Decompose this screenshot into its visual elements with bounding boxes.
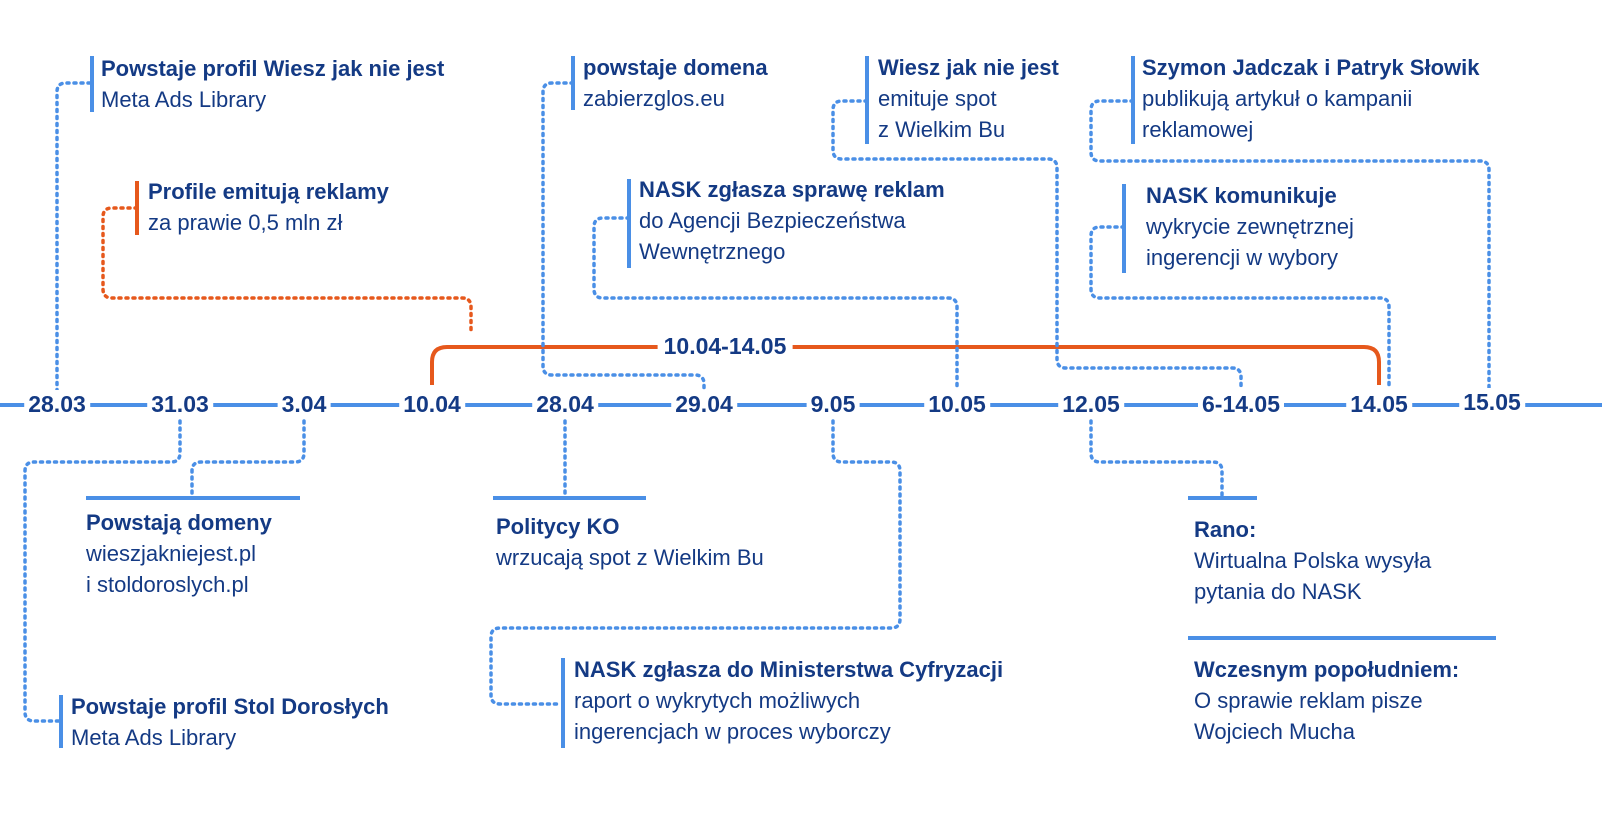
event-text: zabierzglos.eu bbox=[583, 86, 725, 111]
event-nask-komunikuje: NASK komunikuje wykrycie zewnętrznej ing… bbox=[1146, 180, 1354, 273]
event-nask-abw: NASK zgłasza sprawę reklam do Agencji Be… bbox=[639, 174, 945, 267]
connector-nask-ministerstwo bbox=[489, 419, 902, 706]
event-marker bbox=[90, 56, 94, 112]
event-text: reklamowej bbox=[1142, 117, 1254, 142]
event-title: Powstaje profil Wiesz jak nie jest bbox=[101, 56, 445, 81]
event-rule bbox=[493, 496, 646, 500]
event-title: Szymon Jadczak i Patryk Słowik bbox=[1142, 55, 1480, 80]
event-title: Wczesnym popołudniem: bbox=[1194, 657, 1460, 682]
event-text: wieszjakniejest.pl bbox=[86, 541, 256, 566]
event-text: Wirtualna Polska wysyła bbox=[1194, 548, 1432, 573]
event-title: Powstaje profil Stol Dorosłych bbox=[71, 694, 389, 719]
date-label: 28.03 bbox=[24, 390, 90, 418]
event-popoludnie: Wczesnym popołudniem: O sprawie reklam p… bbox=[1194, 654, 1459, 747]
event-rano: Rano: Wirtualna Polska wysyła pytania do… bbox=[1194, 514, 1431, 607]
event-domena: powstaje domena zabierzglos.eu bbox=[583, 52, 768, 114]
date-label: 29.04 bbox=[671, 390, 737, 418]
date-label: 28.04 bbox=[532, 390, 598, 418]
event-text: Meta Ads Library bbox=[71, 725, 237, 750]
event-nask-ministerstwo: NASK zgłasza do Ministerstwa Cyfryzacji … bbox=[574, 654, 1003, 747]
event-text: do Agencji Bezpieczeństwa bbox=[639, 208, 906, 233]
connector-domena bbox=[541, 81, 706, 392]
event-text: Wojciech Mucha bbox=[1194, 719, 1355, 744]
event-text: ingerencjach w proces wyborczy bbox=[574, 719, 891, 744]
range-bracket bbox=[430, 345, 1381, 385]
event-profil-stol: Powstaje profil Stol Dorosłych Meta Ads … bbox=[71, 691, 389, 753]
event-wiesz-spot: Wiesz jak nie jest emituje spot z Wielki… bbox=[878, 52, 1059, 145]
event-jadczak: Szymon Jadczak i Patryk Słowik publikują… bbox=[1142, 52, 1479, 145]
event-marker bbox=[135, 181, 139, 235]
connector-nask-abw bbox=[592, 216, 959, 390]
date-label: 3.04 bbox=[277, 390, 331, 418]
event-text: pytania do NASK bbox=[1194, 579, 1362, 604]
event-marker bbox=[59, 695, 63, 748]
connector-nask-komunikuje bbox=[1089, 225, 1391, 390]
date-label: 14.05 bbox=[1346, 390, 1412, 418]
connector-profil-stol bbox=[23, 419, 182, 723]
event-text: O sprawie reklam pisze bbox=[1194, 688, 1423, 713]
connector-profile-emituja bbox=[101, 206, 473, 332]
date-label: 31.03 bbox=[147, 390, 213, 418]
event-rule bbox=[1188, 636, 1496, 640]
event-title: Powstają domeny bbox=[86, 510, 272, 535]
date-label: 9.05 bbox=[806, 390, 860, 418]
event-title: Politycy KO bbox=[496, 514, 620, 539]
connector-rano bbox=[1089, 419, 1224, 499]
range-label: 10.04-14.05 bbox=[657, 332, 793, 360]
event-title: powstaje domena bbox=[583, 55, 768, 80]
date-label: 15.05 bbox=[1459, 388, 1525, 416]
connector-jadczak bbox=[1089, 99, 1491, 390]
event-marker bbox=[571, 56, 575, 110]
event-title: Profile emitują reklamy bbox=[148, 179, 389, 204]
event-domeny: Powstają domeny wieszjakniejest.pl i sto… bbox=[86, 507, 272, 600]
event-text: raport o wykrytych możliwych bbox=[574, 688, 861, 713]
connector-wiesz-spot bbox=[831, 99, 1243, 392]
date-label: 6-14.05 bbox=[1197, 390, 1285, 418]
event-text: z Wielkim Bu bbox=[878, 117, 1006, 142]
event-rule bbox=[1188, 496, 1257, 500]
event-rule bbox=[86, 496, 300, 500]
event-text: i stoldoroslych.pl bbox=[86, 572, 249, 597]
event-text: Meta Ads Library bbox=[101, 87, 267, 112]
event-text: wykrycie zewnętrznej bbox=[1146, 214, 1354, 239]
event-text: publikują artykuł o kampanii bbox=[1142, 86, 1413, 111]
connector-domeny bbox=[190, 419, 306, 500]
event-marker bbox=[1131, 56, 1135, 144]
event-marker bbox=[1122, 184, 1126, 273]
connector-profil-wiesz bbox=[55, 81, 92, 392]
event-profil-wiesz: Powstaje profil Wiesz jak nie jest Meta … bbox=[101, 53, 444, 115]
event-marker bbox=[865, 56, 869, 144]
event-title: NASK komunikuje bbox=[1146, 183, 1337, 208]
event-politycy-ko: Politycy KO wrzucają spot z Wielkim Bu bbox=[496, 511, 764, 573]
date-label: 10.05 bbox=[924, 390, 990, 418]
event-title: NASK zgłasza sprawę reklam bbox=[639, 177, 945, 202]
event-text: wrzucają spot z Wielkim Bu bbox=[496, 545, 764, 570]
date-label: 10.04 bbox=[399, 390, 465, 418]
event-text: emituje spot bbox=[878, 86, 997, 111]
event-text: za prawie 0,5 mln zł bbox=[148, 210, 343, 235]
event-text: ingerencji w wybory bbox=[1146, 245, 1338, 270]
date-label: 12.05 bbox=[1058, 390, 1124, 418]
event-title: Wiesz jak nie jest bbox=[878, 55, 1059, 80]
event-profile-emituja: Profile emitują reklamy za prawie 0,5 ml… bbox=[148, 176, 389, 238]
event-title: Rano: bbox=[1194, 517, 1257, 542]
event-marker bbox=[561, 658, 565, 748]
event-marker bbox=[627, 179, 631, 268]
event-text: Wewnętrznego bbox=[639, 239, 786, 264]
event-title: NASK zgłasza do Ministerstwa Cyfryzacji bbox=[574, 657, 1004, 682]
